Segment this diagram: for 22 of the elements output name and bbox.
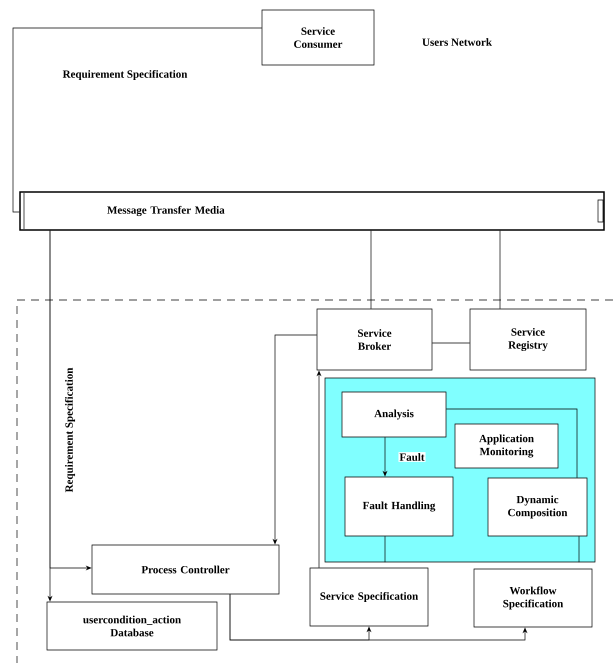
edge-label: Requirement Specification <box>64 366 76 494</box>
process-box: Service Registry <box>470 308 586 370</box>
network-label: Users Network <box>422 38 492 46</box>
edge-label: Requirement Specification <box>62 68 188 82</box>
process-box: usercondition_action Database <box>46 602 218 650</box>
process-box: Service Broker <box>316 308 432 370</box>
process-box: Dynamic Composition <box>488 478 588 536</box>
edge-label: Fault <box>398 452 426 462</box>
process-box: Service Consumer <box>262 10 374 66</box>
connector <box>446 408 578 478</box>
process-box: Fault Handling <box>344 476 454 536</box>
connector <box>384 536 386 563</box>
connector <box>370 230 372 309</box>
process-box: Application Monitoring <box>454 424 558 468</box>
connector <box>578 536 580 563</box>
process-box: Service Specification <box>310 568 428 626</box>
connector <box>432 342 470 344</box>
process-box: Workflow Specification <box>474 568 592 628</box>
process-box: Analysis <box>342 392 446 438</box>
bus-bar: Message Transfer Media <box>19 191 605 231</box>
process-box: Process Controller <box>92 544 280 594</box>
connector <box>12 28 262 212</box>
